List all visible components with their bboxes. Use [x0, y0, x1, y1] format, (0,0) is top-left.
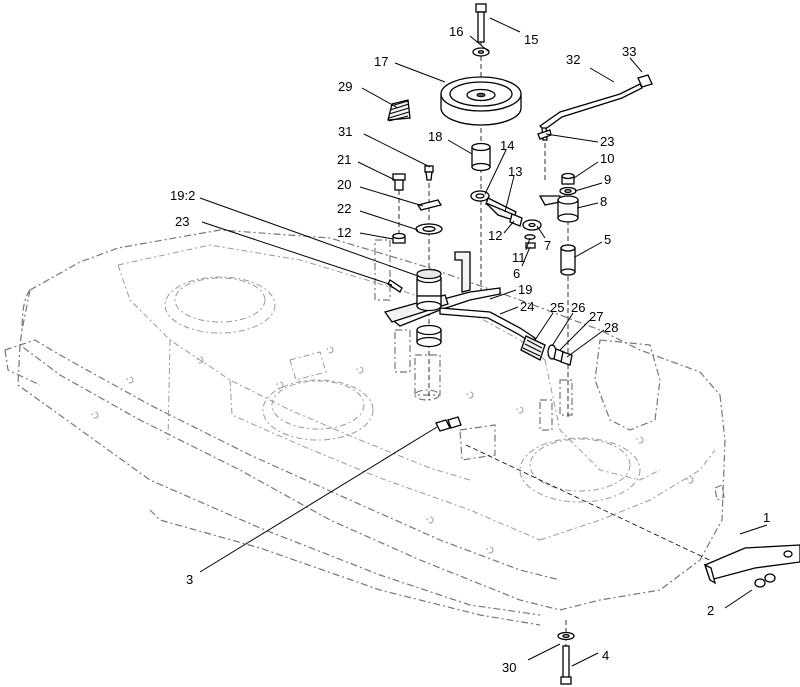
grease-fitting-31	[424, 165, 434, 181]
washer-9	[559, 186, 577, 196]
callout-21: 21	[337, 152, 351, 167]
callout-31: 31	[338, 124, 352, 139]
rod-end-7	[522, 219, 542, 231]
bolt-21	[392, 173, 406, 191]
callout-10: 10	[600, 151, 614, 166]
nut-12-right	[509, 213, 523, 227]
callout-12-right: 12	[488, 228, 502, 243]
callout-7: 7	[544, 238, 551, 253]
spacer-18	[471, 142, 491, 172]
callout-16: 16	[449, 24, 463, 39]
washer-22	[415, 223, 443, 235]
bolts-2	[754, 573, 776, 588]
leader-lines	[199, 17, 768, 667]
callout-30: 30	[502, 660, 516, 675]
callout-4: 4	[602, 648, 609, 663]
callout-18: 18	[428, 129, 442, 144]
spacer-5	[560, 244, 576, 276]
lever-bracket-1	[703, 544, 800, 585]
mower-deck-outline	[4, 229, 726, 626]
callout-25: 25	[550, 300, 564, 315]
callout-9: 9	[604, 172, 611, 187]
callout-15: 15	[524, 32, 538, 47]
callout-23-right: 23	[600, 134, 614, 149]
callout-14: 14	[500, 138, 514, 153]
callout-23-left: 23	[175, 214, 189, 229]
bracket-bushing-8	[538, 195, 579, 223]
nut-3	[435, 416, 462, 432]
control-rod-32	[538, 83, 643, 141]
callout-3: 3	[186, 572, 193, 587]
callout-11: 11	[512, 250, 526, 265]
callout-8: 8	[600, 194, 607, 209]
callout-13: 13	[508, 164, 522, 179]
callout-5: 5	[604, 232, 611, 247]
callout-28: 28	[604, 320, 618, 335]
spring-29	[387, 99, 411, 122]
callout-29: 29	[338, 79, 352, 94]
bolt-15	[475, 3, 487, 43]
callout-20: 20	[337, 177, 351, 192]
idler-arm-19	[383, 251, 501, 348]
callout-33: 33	[622, 44, 636, 59]
callout-19: 19	[518, 282, 532, 297]
knob-33	[637, 74, 653, 88]
cotter-pin-23-left	[387, 279, 403, 293]
callout-26: 26	[571, 300, 585, 315]
nut-10	[561, 172, 575, 185]
spring-25	[520, 335, 546, 361]
callout-32: 32	[566, 52, 580, 67]
idler-pulley-17	[440, 76, 522, 126]
callout-6: 6	[513, 266, 520, 281]
bolt-4	[560, 645, 572, 685]
washer-16	[472, 47, 490, 57]
callout-2: 2	[707, 603, 714, 618]
callout-labels: 15 16 17 29 18 31 21 20 22 12 19:2 23 14…	[170, 24, 770, 675]
callout-24: 24	[520, 299, 534, 314]
callout-12-left: 12	[337, 225, 351, 240]
nut-12-left	[392, 232, 406, 244]
callout-1: 1	[763, 510, 770, 525]
callout-17: 17	[374, 54, 388, 69]
callout-27: 27	[589, 309, 603, 324]
callout-22: 22	[337, 201, 351, 216]
clip-20	[416, 199, 443, 211]
callout-19-2: 19:2	[170, 188, 195, 203]
washer-30	[557, 631, 575, 641]
